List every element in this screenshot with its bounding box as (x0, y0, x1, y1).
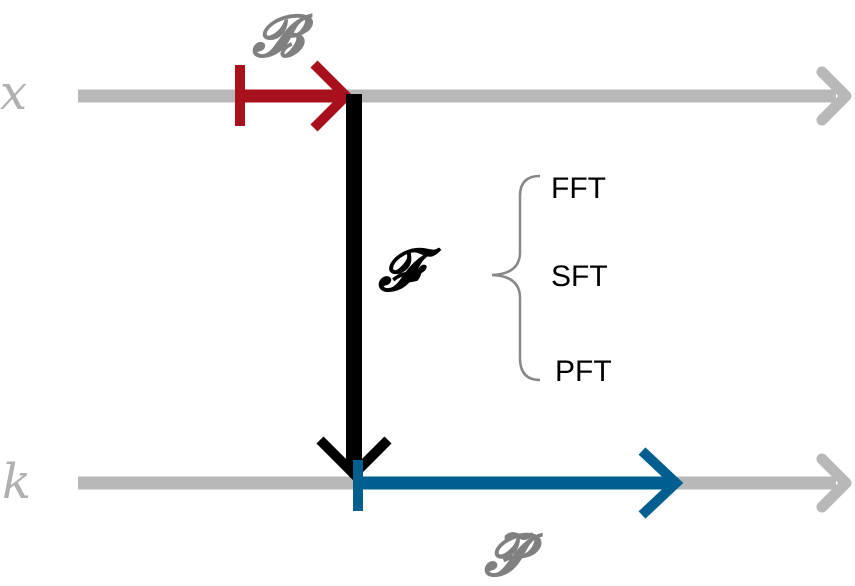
x-axis-label: x (0, 65, 27, 121)
method-pft: PFT (555, 355, 612, 388)
method-fft: FFT (551, 172, 606, 205)
p-tilde-mark: ~ (500, 510, 537, 561)
method-sft: SFT (551, 260, 608, 293)
f-operator-label: 𝓕 (377, 236, 442, 304)
b-operator-label: 𝓑 (251, 2, 315, 70)
k-axis-label: k (2, 454, 31, 510)
p-arrow (353, 447, 684, 519)
method-brace (491, 174, 541, 382)
b-arrow (235, 60, 354, 132)
x-axis (78, 66, 852, 126)
